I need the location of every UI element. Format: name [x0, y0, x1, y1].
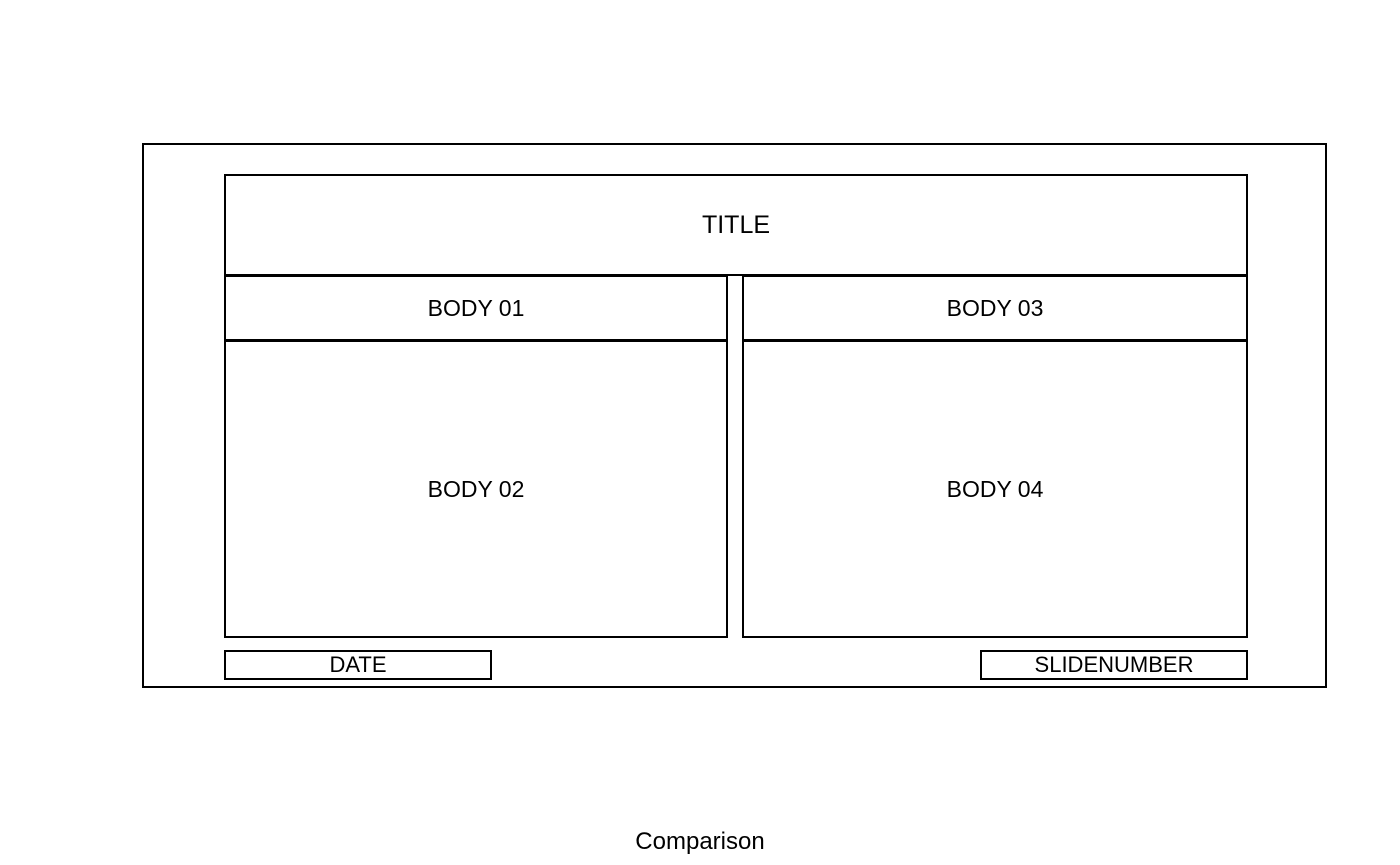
placeholder-body-01-label: BODY 01: [427, 294, 525, 321]
placeholder-body-02[interactable]: BODY 02: [224, 340, 728, 638]
diagram-caption: Comparison: [635, 828, 765, 855]
placeholder-body-04-label: BODY 04: [946, 475, 1044, 502]
placeholder-body-02-label: BODY 02: [427, 475, 525, 502]
placeholder-title[interactable]: TITLE: [224, 174, 1248, 276]
placeholder-body-01[interactable]: BODY 01: [224, 275, 728, 341]
placeholder-body-03[interactable]: BODY 03: [742, 275, 1248, 341]
placeholder-body-03-label: BODY 03: [946, 294, 1044, 321]
placeholder-date-label: DATE: [329, 652, 387, 677]
placeholder-slidenumber[interactable]: SLIDENUMBER: [980, 650, 1248, 680]
placeholder-date[interactable]: DATE: [224, 650, 492, 680]
placeholder-body-04[interactable]: BODY 04: [742, 340, 1248, 638]
placeholder-title-label: TITLE: [701, 210, 771, 239]
slide-frame: TITLE BODY 01 BODY 02 BODY 03 BODY 04 DA…: [142, 143, 1327, 688]
placeholder-slidenumber-label: SLIDENUMBER: [1034, 652, 1194, 677]
